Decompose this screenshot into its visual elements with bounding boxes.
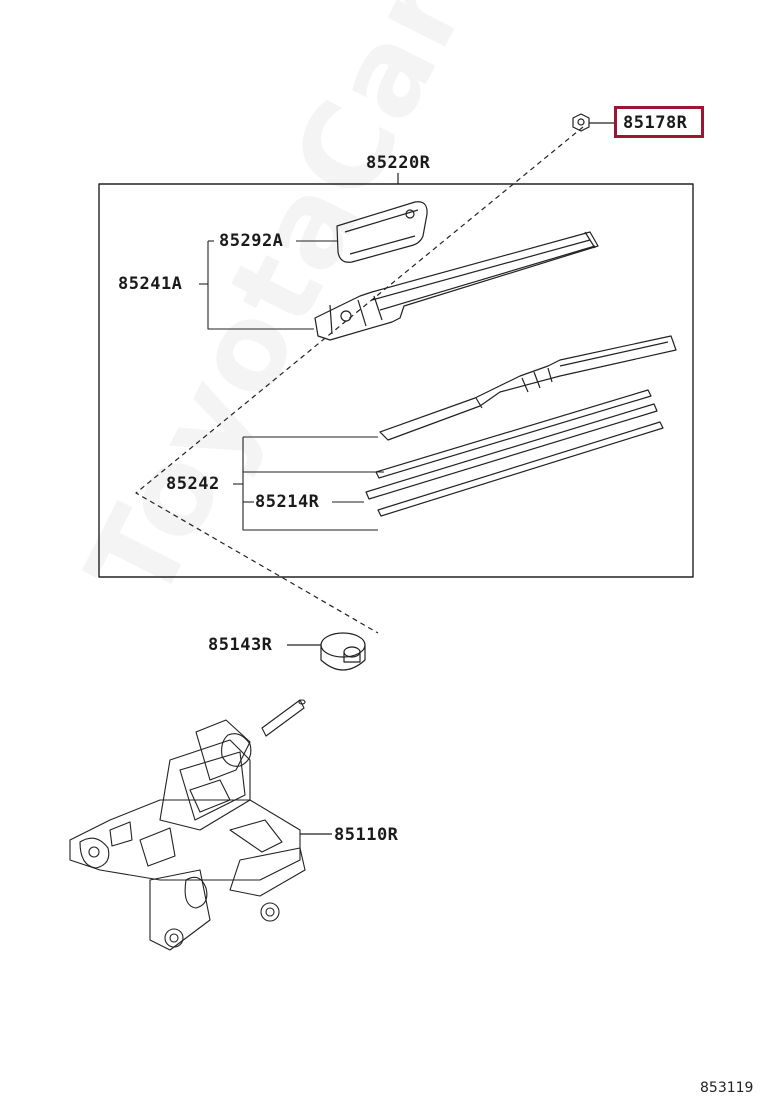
bracket-arm (199, 240, 337, 330)
label-blade[interactable]: 85242 (166, 474, 220, 494)
pivot-cap-part (320, 632, 366, 671)
wiper-arm-part (314, 231, 599, 341)
motor-part (69, 699, 306, 951)
label-nut[interactable]: 85178R (623, 113, 688, 133)
label-rubber[interactable]: 85214R (255, 492, 320, 512)
dashed-mount-line (135, 126, 584, 634)
bracket-blade (233, 436, 384, 531)
label-pivot-cap[interactable]: 85143R (208, 635, 273, 655)
assembly-frame (98, 183, 694, 578)
blade-strips (365, 389, 664, 517)
label-cap[interactable]: 85292A (219, 231, 284, 251)
wiper-blade-part (379, 335, 677, 441)
label-arm[interactable]: 85241A (118, 274, 183, 294)
highlight-box-nut (614, 106, 704, 138)
label-motor[interactable]: 85110R (334, 825, 399, 845)
cap-part (336, 201, 428, 263)
label-arm-assy[interactable]: 85220R (366, 153, 431, 173)
nut-part (572, 113, 590, 132)
page-number: 853119 (700, 1080, 754, 1096)
